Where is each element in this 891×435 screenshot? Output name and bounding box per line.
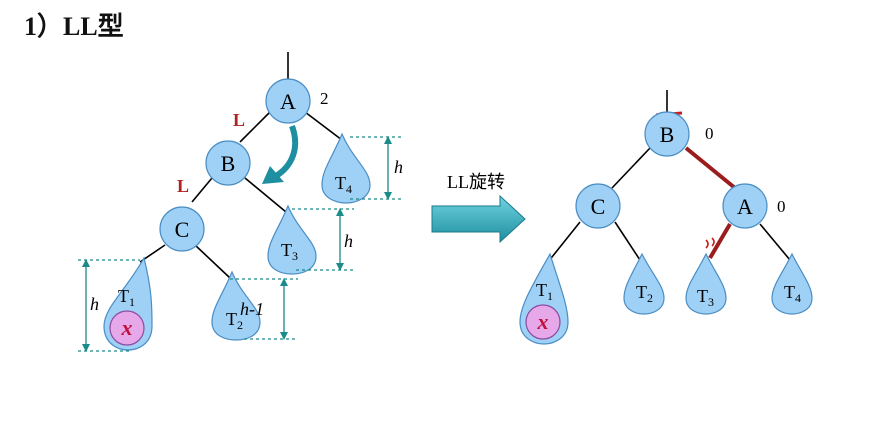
- edge-A-T4: [759, 223, 791, 261]
- rotation-arrow: [274, 124, 299, 179]
- node-B-label: B: [660, 122, 675, 147]
- edge-A-T4: [304, 111, 343, 141]
- height-T2: h-1: [240, 299, 264, 319]
- balance-A: 2: [320, 89, 329, 108]
- height-T3: h: [344, 231, 353, 251]
- after-tree: B C A 0 0 T1 x T2 T3 T4: [519, 90, 813, 345]
- subtree-T3-label: T3: [697, 286, 714, 309]
- subtree-T2-shape: [211, 270, 261, 341]
- edge-A-B: [239, 111, 271, 143]
- inserted-node-shape: [525, 304, 561, 340]
- subtree-T1-label: T1: [118, 286, 135, 309]
- page-title: 1）LL型: [24, 12, 124, 41]
- node-C-shape: [575, 183, 621, 229]
- edge-C-T2: [194, 244, 231, 279]
- subtree-T3-shape: [685, 252, 727, 315]
- edge-B-C: [191, 177, 213, 203]
- balance-A: 0: [777, 197, 786, 216]
- edge-B-C: [611, 147, 651, 189]
- subtree-T2-label: T2: [636, 282, 653, 305]
- edge-mark-BC: L: [177, 176, 189, 196]
- node-A-label: A: [280, 89, 296, 114]
- subtree-T4-shape: [771, 252, 813, 315]
- rotation-arrow-head: [262, 166, 284, 184]
- node-C-label: C: [175, 217, 190, 242]
- edge-C-T2: [614, 221, 641, 261]
- transform-arrow: LL旋转: [431, 172, 526, 244]
- edge-A-T3-mark: [705, 237, 715, 249]
- before-tree: A B C 2 L L T4 T3 T2 T1 x: [78, 52, 403, 352]
- inserted-node-label: x: [121, 315, 133, 340]
- node-B-shape: [644, 111, 690, 157]
- edge-B-T3: [244, 177, 287, 213]
- subtree-T3-shape: [267, 204, 317, 275]
- subtree-T4-label: T4: [784, 282, 801, 305]
- subtree-T3-label: T3: [281, 240, 298, 263]
- subtree-T4-shape: [321, 132, 371, 204]
- transform-label: LL旋转: [447, 172, 505, 192]
- balance-B: 0: [705, 124, 714, 143]
- node-A-shape: [265, 78, 311, 124]
- node-C-shape: [159, 206, 205, 252]
- height-T4: h: [394, 157, 403, 177]
- subtree-T1-label: T1: [536, 280, 553, 303]
- inserted-node-shape: [109, 310, 145, 346]
- subtree-T2-label: T2: [226, 309, 243, 332]
- subtree-T2-shape: [623, 252, 665, 315]
- node-C-label: C: [591, 194, 606, 219]
- height-guides: [78, 136, 402, 352]
- edge-A-T3: [708, 222, 732, 260]
- height-T1: h: [90, 294, 99, 314]
- node-B-label: B: [221, 151, 236, 176]
- node-B-shape: [205, 140, 251, 186]
- node-A-shape: [722, 183, 768, 229]
- node-A-label: A: [737, 194, 753, 219]
- edge-B-A: [684, 146, 737, 190]
- inserted-node-label: x: [537, 309, 549, 334]
- edge-C-T1: [547, 221, 581, 263]
- subtree-T4-label: T4: [335, 173, 352, 196]
- edge-mark-AB: L: [233, 110, 245, 130]
